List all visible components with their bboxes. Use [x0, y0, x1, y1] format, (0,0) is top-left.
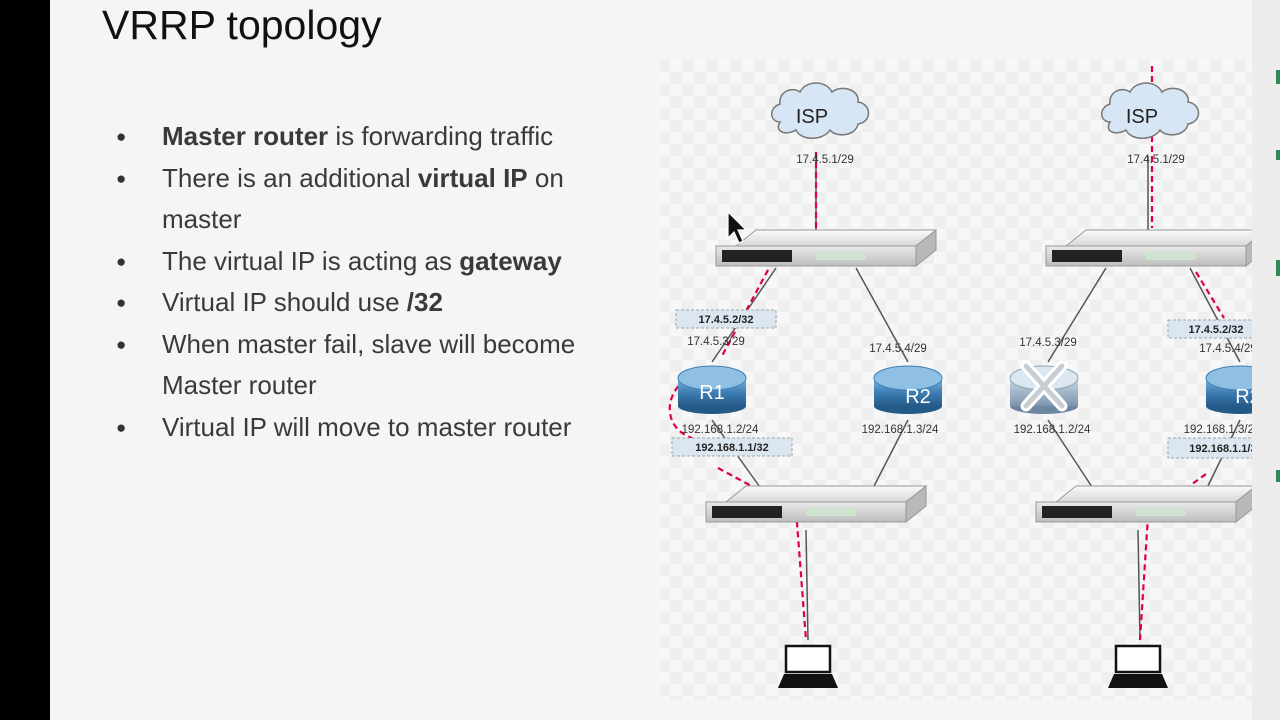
wan-switch-right: [1045, 229, 1252, 268]
bullet-list: Master router is forwarding traffic Ther…: [114, 116, 594, 448]
virtual-lan-box: [1167, 437, 1252, 459]
router-r2: R2: [873, 365, 943, 414]
edge-mark: [1276, 260, 1280, 276]
isp-label: ISP: [796, 106, 828, 128]
router-r2: R2: [1205, 365, 1252, 414]
lan-switch-right: [1035, 485, 1252, 524]
virtual-lan-ip: 192.168.1.1/32: [1189, 443, 1252, 455]
left-topology: ISP 17.4.5.1/29 17.4.5.2/32 17.4.5.3/29 …: [668, 82, 943, 688]
edge-mark: [1276, 150, 1280, 160]
diagram-canvas: ISP 17.4.5.1/29 17.4.5.2/32 17.4.5.3/29 …: [660, 60, 1252, 700]
virtual-wan-box: [1167, 319, 1252, 339]
edge-mark: [1276, 470, 1280, 482]
bullet-item: Master router is forwarding traffic: [114, 116, 594, 158]
right-topology: ISP 17.4.5.1/29 17.4.5.3/29 17.4.5.2/32 …: [1009, 66, 1252, 688]
r1-wan-ip: 17.4.5.3/29: [687, 336, 745, 348]
isp-label: ISP: [1126, 106, 1158, 128]
wan-switch-left: [715, 228, 938, 268]
bullet-item: The virtual IP is acting as gateway: [114, 241, 594, 283]
isp-ip-label: 17.4.5.1/29: [796, 154, 854, 166]
virtual-wan-ip: 17.4.5.2/32: [698, 314, 753, 326]
link-switch-r2: [1189, 267, 1241, 363]
slide: VRRP topology Master router is forwardin…: [50, 0, 1252, 720]
vrrp-diagram: ISP 17.4.5.1/29 17.4.5.2/32 17.4.5.3/29 …: [610, 60, 1252, 720]
bullet-item: There is an additional virtual IP on mas…: [114, 158, 594, 241]
traffic-path: [1138, 66, 1225, 641]
link-switch-r1: [1047, 267, 1107, 363]
bullet-item: When master fail, slave will become Mast…: [114, 324, 594, 407]
link-lanswitch-laptop: [1137, 529, 1141, 641]
r1-lan-ip: 192.168.1.2/24: [1014, 424, 1091, 436]
r1-lan-ip: 192.168.1.2/24: [682, 424, 759, 436]
laptop-icon: [778, 644, 838, 688]
diagram-background: [660, 60, 1252, 700]
router-r1-failed: [1009, 360, 1079, 414]
mouse-cursor-icon: [727, 210, 748, 244]
r1-wan-ip: 17.4.5.3/29: [1019, 337, 1077, 349]
isp-ip-label: 17.4.5.1/29: [1127, 154, 1185, 166]
laptop-icon: [1108, 644, 1168, 688]
window-edge: [1252, 0, 1280, 720]
r2-wan-ip: 17.4.5.4/29: [869, 343, 927, 355]
virtual-wan-box: [675, 309, 777, 329]
r2-lan-ip: 192.168.1.3/24: [862, 424, 939, 436]
edge-mark: [1276, 70, 1280, 84]
link-r2-lanswitch: [871, 419, 909, 491]
virtual-lan-box: [671, 437, 793, 457]
slide-title: VRRP topology: [102, 2, 382, 48]
isp-cloud-left: ISP: [771, 82, 870, 139]
r2-label: R2: [1235, 386, 1252, 408]
lan-switch-left: [705, 484, 928, 524]
virtual-lan-ip: 192.168.1.1/32: [695, 442, 768, 454]
failure-x-icon: [1020, 360, 1068, 412]
bullet-item: Virtual IP will move to master router: [114, 407, 594, 449]
router-r1: R1: [677, 365, 747, 414]
link-r1-lanswitch: [1047, 419, 1095, 491]
r1-label: R1: [699, 382, 725, 404]
isp-cloud-right: ISP: [1101, 82, 1200, 139]
r2-label: R2: [905, 386, 931, 408]
virtual-wan-ip: 17.4.5.2/32: [1188, 324, 1243, 336]
r2-lan-ip: 192.168.1.3/24: [1184, 424, 1252, 436]
r2-wan-ip: 17.4.5.4/29: [1199, 343, 1252, 355]
link-switch-r2: [855, 267, 909, 363]
bullet-item: Virtual IP should use /32: [114, 282, 594, 324]
link-lanswitch-laptop: [805, 529, 809, 641]
